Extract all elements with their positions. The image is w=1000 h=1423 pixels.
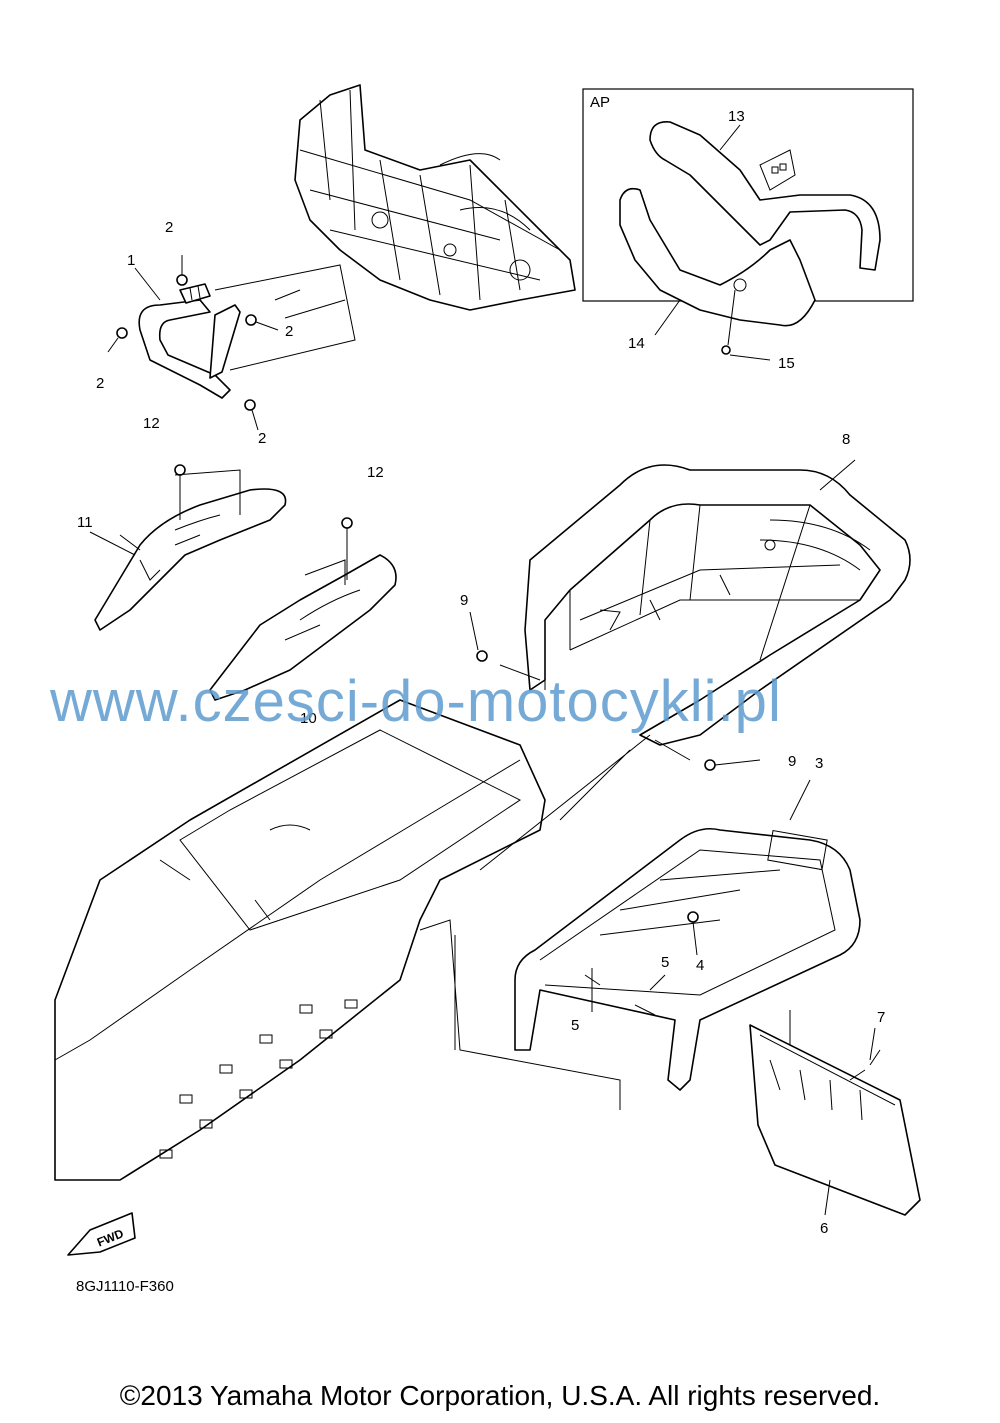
front-frame-assembly xyxy=(294,84,576,311)
callout-labels: 1 2 2 2 2 3 4 5 5 6 7 8 9 9 10 11 12 12 … xyxy=(77,108,885,1237)
callout-12-left: 12 xyxy=(143,415,160,432)
callout-12-right: 12 xyxy=(367,464,384,481)
diagram-code: 8GJ1110-F360 xyxy=(76,1278,174,1295)
tunnel-body xyxy=(54,699,546,1181)
part-10-side-cover xyxy=(209,517,397,701)
callout-14: 14 xyxy=(628,335,645,352)
mount-outline-rear xyxy=(419,919,621,1110)
copyright-notice: ©2013 Yamaha Motor Corporation, U.S.A. A… xyxy=(119,1380,881,1411)
callout-13: 13 xyxy=(728,108,745,125)
inset-ap: AP xyxy=(582,88,914,361)
leader-rear xyxy=(479,734,651,871)
fastener-group-rear xyxy=(584,911,699,1016)
callout-6: 6 xyxy=(820,1220,828,1237)
part-8-rear-rack xyxy=(499,459,911,761)
tunnel-cleats xyxy=(159,999,358,1159)
part-3-luggage-rack xyxy=(514,827,861,1116)
watermark: www.czesci-do-motocykli.pl xyxy=(50,669,782,734)
inset-label: AP xyxy=(590,94,610,111)
callout-2-left: 2 xyxy=(96,375,104,392)
callout-2-bottom: 2 xyxy=(258,430,266,447)
callout-2-right: 2 xyxy=(285,323,293,340)
callout-7: 7 xyxy=(877,1009,885,1026)
bolt-2-group xyxy=(107,255,279,431)
callout-11: 11 xyxy=(77,514,93,531)
callout-15: 15 xyxy=(778,355,795,372)
callout-9-upper: 9 xyxy=(460,592,468,609)
callout-leaders xyxy=(89,124,876,1061)
mount-outline-1 xyxy=(214,264,356,371)
callout-3: 3 xyxy=(815,755,823,772)
callout-10: 10 xyxy=(300,710,317,727)
part-13-bumper xyxy=(649,121,881,271)
callout-4: 4 xyxy=(696,957,704,974)
callout-2-top: 2 xyxy=(165,219,173,236)
forward-arrow-icon: FWD xyxy=(67,1212,136,1256)
callout-5-right: 5 xyxy=(661,954,669,971)
part-11-side-cover xyxy=(94,464,287,631)
leader-frame-1 xyxy=(274,289,346,319)
part-14-skid-plate xyxy=(619,187,816,327)
bolt-9-group xyxy=(469,611,761,771)
callout-5-left: 5 xyxy=(571,1017,579,1034)
callout-8: 8 xyxy=(842,431,850,448)
callout-1: 1 xyxy=(127,252,135,269)
callout-9-lower: 9 xyxy=(788,753,796,770)
part-6-snow-flap xyxy=(749,1024,921,1216)
part-1-front-bumper xyxy=(138,283,241,399)
